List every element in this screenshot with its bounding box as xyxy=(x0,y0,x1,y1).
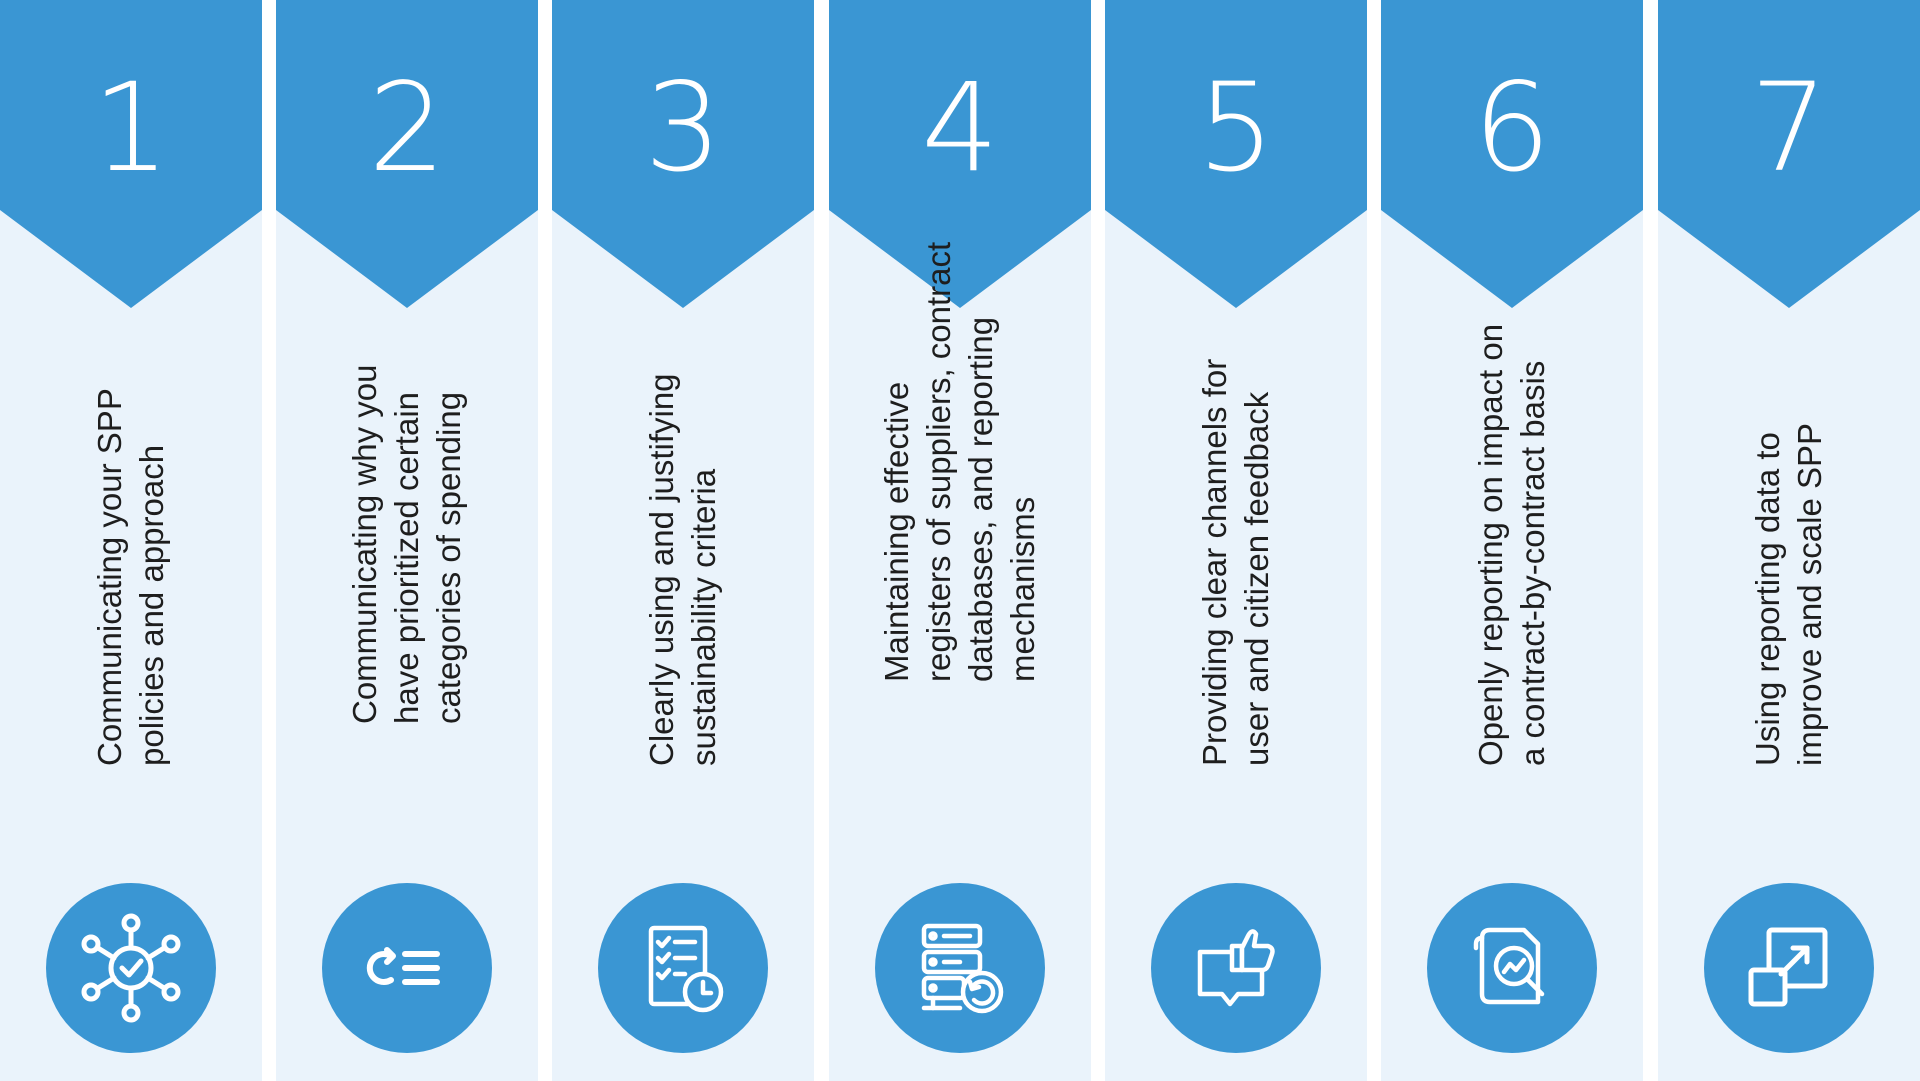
network-check-icon xyxy=(46,883,216,1053)
step-number: 5 xyxy=(1197,57,1275,199)
thumbs-up-chat-icon xyxy=(1151,883,1321,1053)
step-banner xyxy=(1658,0,1920,308)
step-banner xyxy=(1381,0,1643,308)
step-number: 7 xyxy=(1750,57,1828,199)
step-description: Communicating your SPP policies and appr… xyxy=(91,388,170,766)
step-banner xyxy=(276,0,538,308)
step-description: Clearly using and justifying sustainabil… xyxy=(643,373,722,766)
step-number: 1 xyxy=(92,57,170,199)
step-column-7: 7 Using reporting data to improve and sc… xyxy=(1658,0,1920,1081)
scale-up-icon xyxy=(1704,883,1874,1053)
step-column-1: 1 Communicating your SPP policies and ap… xyxy=(0,0,262,1081)
step-description: Using reporting data to improve and scal… xyxy=(1749,422,1828,766)
step-description: Maintaining effective registers of suppl… xyxy=(878,241,1041,682)
step-number: 3 xyxy=(644,57,722,199)
step-column-3: 3 Clearly using and justifying sustainab… xyxy=(552,0,814,1081)
priority-list-icon xyxy=(322,883,492,1053)
step-banner xyxy=(552,0,814,308)
report-analysis-icon xyxy=(1427,883,1597,1053)
step-description: Openly reporting on impact on a contract… xyxy=(1472,323,1551,766)
step-column-4: 4 Maintaining effective registers of sup… xyxy=(829,0,1091,1081)
step-banner xyxy=(1105,0,1367,308)
step-banner xyxy=(0,0,262,308)
step-number: 6 xyxy=(1473,57,1551,199)
database-refresh-icon xyxy=(875,883,1045,1053)
step-column-6: 6 Openly reporting on impact on a contra… xyxy=(1381,0,1643,1081)
step-banner xyxy=(829,0,1091,308)
step-description: Providing clear channels for user and ci… xyxy=(1196,358,1275,766)
step-number: 4 xyxy=(921,57,999,199)
step-column-2: 2 Communicating why you have prioritized… xyxy=(276,0,538,1081)
checklist-clock-icon xyxy=(598,883,768,1053)
step-number: 2 xyxy=(368,57,446,199)
step-column-5: 5 Providing clear channels for user and … xyxy=(1105,0,1367,1081)
step-description: Communicating why you have prioritized c… xyxy=(346,364,467,725)
